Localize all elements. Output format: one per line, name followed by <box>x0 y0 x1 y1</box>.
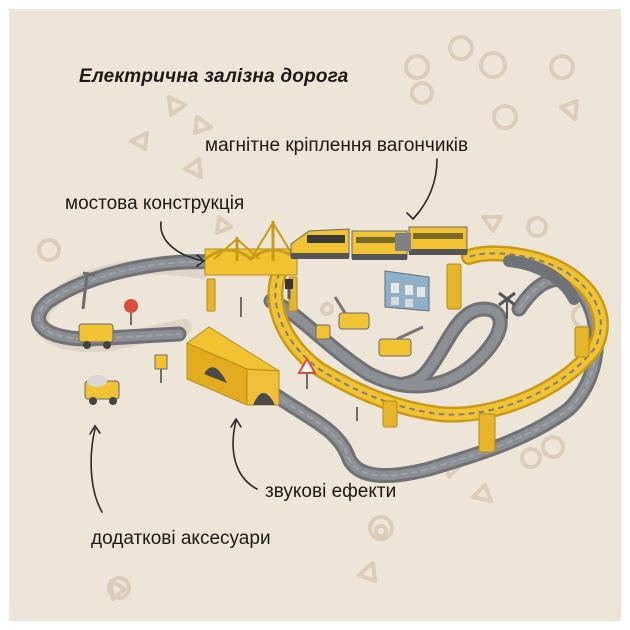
product-card: Електрична залізна дорога магнітне кріпл… <box>9 9 621 621</box>
sound-arrow <box>232 420 258 490</box>
elevated-track <box>267 245 609 423</box>
accessories-label: додаткові аксесуари <box>91 528 271 549</box>
bridge-arrowhead <box>196 254 206 267</box>
accessories-arrow <box>90 428 103 513</box>
station-building <box>384 270 430 312</box>
sound-effects-label: звукові ефекти <box>265 481 397 502</box>
annotation-arrows <box>89 158 438 513</box>
page-title: Електрична залізна дорога <box>79 66 349 87</box>
vehicles <box>78 296 424 405</box>
bridge-construction-label: мостова конструкція <box>65 193 245 214</box>
train <box>290 226 468 260</box>
tunnel <box>186 326 280 406</box>
magnetic-arrowhead <box>406 211 420 221</box>
magnetic-coupling-label: магнітне кріплення вагончиків <box>205 135 469 156</box>
magnetic-arrow <box>412 158 438 220</box>
signs <box>81 271 516 421</box>
decor-shapes <box>37 35 597 600</box>
bridge <box>204 221 298 276</box>
bridge-arrow <box>160 221 205 262</box>
product-photo <box>31 35 609 601</box>
accessories-arrowhead <box>89 424 101 435</box>
sound-arrowhead <box>230 417 242 428</box>
